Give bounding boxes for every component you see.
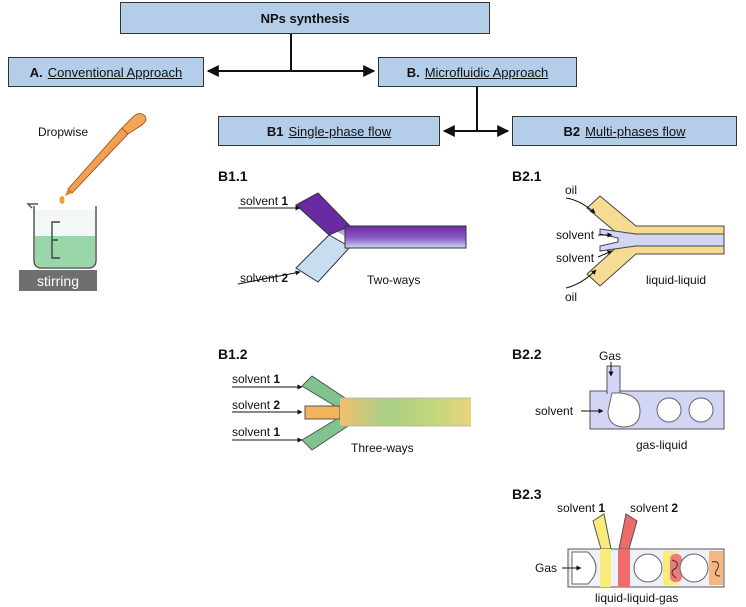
gas-label: Gas [599, 349, 621, 363]
conventional-approach-box: A. Conventional Approach [8, 57, 204, 87]
beaker-icon [26, 203, 97, 269]
gas-plug [571, 551, 597, 585]
solvent2-inlet [618, 513, 638, 550]
b2-3-panel: B2.3 solvent 1 solvent 2 Gas liquid-liqu… [512, 486, 725, 605]
title-text: NPs synthesis [260, 10, 350, 26]
oil-bottom-label: oil [565, 290, 577, 304]
b1-2-panel: B1.2 solvent 1 solvent 2 solvent 1 Three… [218, 346, 471, 455]
approach-b-letter: B. [406, 64, 420, 80]
bubble-1 [656, 397, 682, 423]
b2-2-heading: B2.2 [512, 346, 542, 362]
approach-b-label: Microfluidic Approach [424, 64, 549, 80]
b2-3-solvent2-label: solvent 2 [630, 501, 678, 515]
oil-top-label: oil [565, 183, 577, 197]
dropwise-label: Dropwise [38, 125, 88, 139]
title-box: NPs synthesis [120, 2, 490, 34]
b2-3-gas-label: Gas [535, 561, 557, 575]
approach-a-letter: A. [29, 64, 43, 80]
b2-label: Multi-phases flow [585, 123, 686, 139]
multi-phase-box: B2 Multi-phases flow [512, 116, 737, 146]
single-phase-box: B1 Single-phase flow [218, 116, 440, 146]
gas-inlet [606, 365, 621, 394]
hierarchy-connectors [206, 34, 510, 137]
b1-1-caption: Two-ways [367, 273, 420, 287]
b2-3-caption: liquid-liquid-gas [595, 591, 678, 605]
pipette-icon [65, 113, 147, 196]
b2-2-solvent-label: solvent [535, 404, 574, 418]
solvent-b-label: solvent [556, 251, 595, 265]
two-way-main-channel [344, 225, 467, 249]
solvent1-inlet [592, 513, 612, 550]
b2-1-heading: B2.1 [512, 168, 542, 184]
b1-1-solvent2-label: solvent 2 [240, 271, 288, 285]
gas-bubble-2 [679, 553, 709, 583]
b2-1-caption: liquid-liquid [646, 273, 706, 287]
b1-2-solvent2-label: solvent 2 [232, 398, 280, 412]
b1-1-heading: B1.1 [218, 168, 248, 184]
b2-2-panel: B2.2 Gas solvent gas-liquid [512, 346, 725, 452]
approach-a-label: Conventional Approach [47, 64, 183, 80]
bubble-2 [688, 397, 714, 423]
b1-2-solvent1-top-label: solvent 1 [232, 372, 280, 386]
b2-code: B2 [563, 123, 581, 139]
mixed-slug-2 [709, 551, 723, 585]
b1-2-solvent1-bottom-label: solvent 1 [232, 425, 280, 439]
gas-bubble-1 [633, 553, 663, 583]
b1-code: B1 [266, 123, 284, 139]
b1-1-panel: B1.1 solvent 1 solvent 2 Two-ways [218, 168, 467, 287]
stirrer-plate [19, 270, 97, 291]
drop-icon [59, 196, 65, 204]
b2-1-panel: B2.1 oil solvent solvent oil liquid-liqu… [512, 168, 725, 304]
forming-bubble [607, 392, 641, 428]
microfluidic-approach-box: B. Microfluidic Approach [378, 57, 577, 87]
b1-label: Single-phase flow [288, 123, 392, 139]
three-way-center-inlet [304, 405, 341, 420]
stirring-label: stirring [37, 273, 79, 289]
three-way-main-channel [340, 398, 471, 426]
conventional-illustration: Dropwise stirring [19, 113, 147, 291]
b2-2-caption: gas-liquid [636, 438, 687, 452]
b2-3-heading: B2.3 [512, 486, 542, 502]
b1-2-caption: Three-ways [351, 441, 414, 455]
solvent-a-label: solvent [556, 228, 595, 242]
b1-1-solvent1-label: solvent 1 [240, 194, 288, 208]
b2-3-solvent1-label: solvent 1 [557, 501, 605, 515]
b1-2-heading: B1.2 [218, 346, 248, 362]
